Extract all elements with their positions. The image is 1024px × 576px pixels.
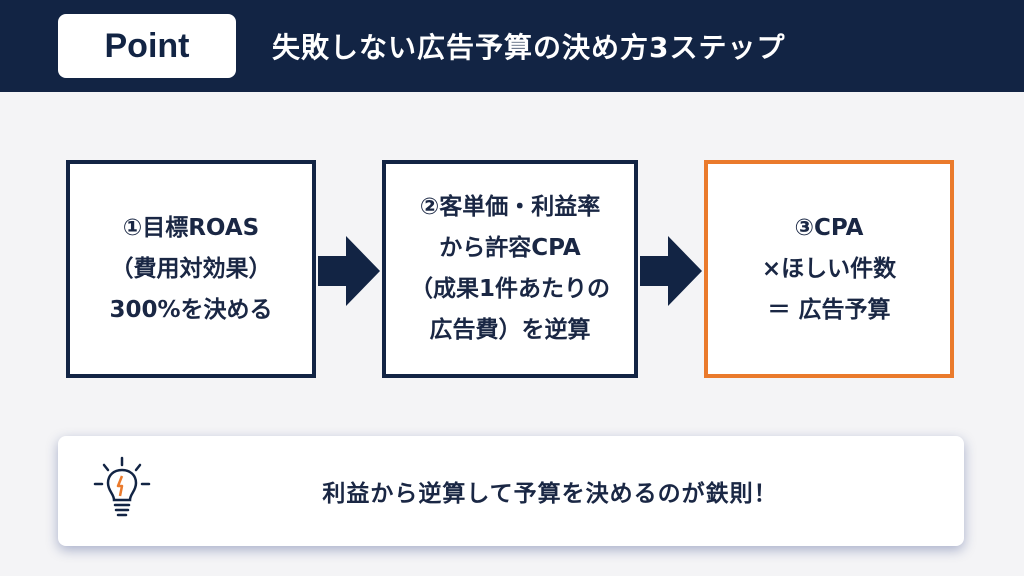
step-2-line-1: ②客単価・利益率: [419, 194, 601, 220]
step-3-line-1: ③CPA: [794, 214, 864, 241]
tip-box: [58, 436, 964, 546]
arrow-right-icon: [640, 236, 702, 306]
tip-text: 利益から逆算して予算を決めるのが鉄則！: [322, 481, 778, 507]
header-bar: Point 失敗しない広告予算の決め方3ステップ: [0, 0, 1024, 92]
page-title: 失敗しない広告予算の決め方3ステップ: [272, 31, 786, 64]
step-2-line-3: （成果1件あたりの: [409, 276, 610, 302]
step-1-line-3: 300%を決める: [109, 296, 273, 323]
step-2-box: ②客単価・利益率 から許容CPA （成果1件あたりの 広告費）を逆算: [382, 160, 638, 378]
step-1-line-1: ①目標ROAS: [122, 214, 260, 241]
lightbulb-icon: [93, 456, 151, 517]
step-2-line-2: から許容CPA: [439, 235, 581, 261]
step-3-box: ③CPA ×ほしい件数 ＝ 広告予算: [704, 160, 954, 378]
point-badge: Point: [58, 14, 236, 78]
step-1-box: ①目標ROAS （費用対効果） 300%を決める: [66, 160, 316, 378]
step-1-line-2: （費用対効果）: [110, 255, 272, 282]
step-3-line-3: ＝ 広告予算: [767, 296, 891, 323]
step-3-line-2: ×ほしい件数: [761, 255, 897, 282]
step-2-line-4: 広告費）を逆算: [429, 317, 591, 343]
arrow-right-icon: [318, 236, 380, 306]
